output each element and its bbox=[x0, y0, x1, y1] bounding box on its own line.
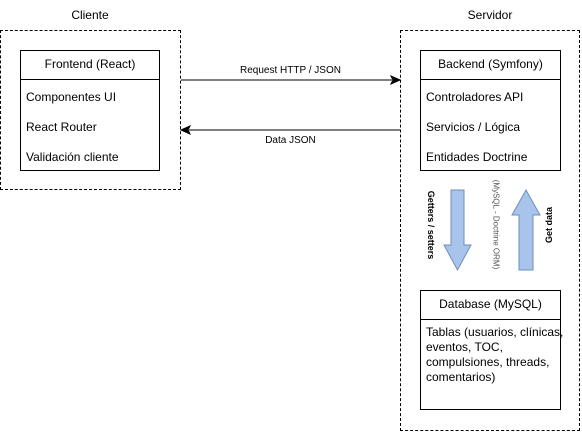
frontend-item-router: React Router bbox=[26, 120, 97, 134]
backend-item-services: Servicios / Lógica bbox=[426, 120, 521, 134]
getters-setters-label: Getters / setters bbox=[426, 190, 436, 260]
server-region-title: Servidor bbox=[467, 8, 513, 22]
database-header: Database (MySQL) bbox=[421, 291, 560, 320]
orm-label: (MySQL - Doctrine ORM) bbox=[491, 179, 501, 270]
backend-item-entities: Entidades Doctrine bbox=[426, 150, 528, 164]
request-label: Request HTTP / JSON bbox=[240, 65, 341, 76]
frontend-box[interactable]: Frontend (React) Componentes UI React Ro… bbox=[20, 50, 160, 171]
backend-header: Backend (Symfony) bbox=[421, 51, 560, 80]
get-data-label: Get data bbox=[544, 207, 554, 244]
database-body: Tablas (usuarios, clínicas, eventos, TOC… bbox=[426, 325, 564, 384]
backend-item-controllers: Controladores API bbox=[426, 90, 524, 104]
frontend-header: Frontend (React) bbox=[21, 51, 159, 80]
client-region-title: Cliente bbox=[71, 8, 109, 22]
database-box[interactable]: Database (MySQL) Tablas (usuarios, clíni… bbox=[420, 290, 563, 410]
backend-box[interactable]: Backend (Symfony) Controladores API Serv… bbox=[420, 50, 561, 171]
response-arrow bbox=[179, 124, 400, 136]
client-container bbox=[0, 30, 181, 190]
frontend-item-components: Componentes UI bbox=[26, 90, 117, 104]
up-block-arrow bbox=[511, 188, 541, 271]
down-block-arrow bbox=[443, 189, 472, 272]
server-container bbox=[400, 30, 580, 431]
response-label: Data JSON bbox=[265, 135, 316, 146]
frontend-item-validation: Validación cliente bbox=[26, 150, 119, 164]
request-arrow bbox=[181, 74, 402, 86]
